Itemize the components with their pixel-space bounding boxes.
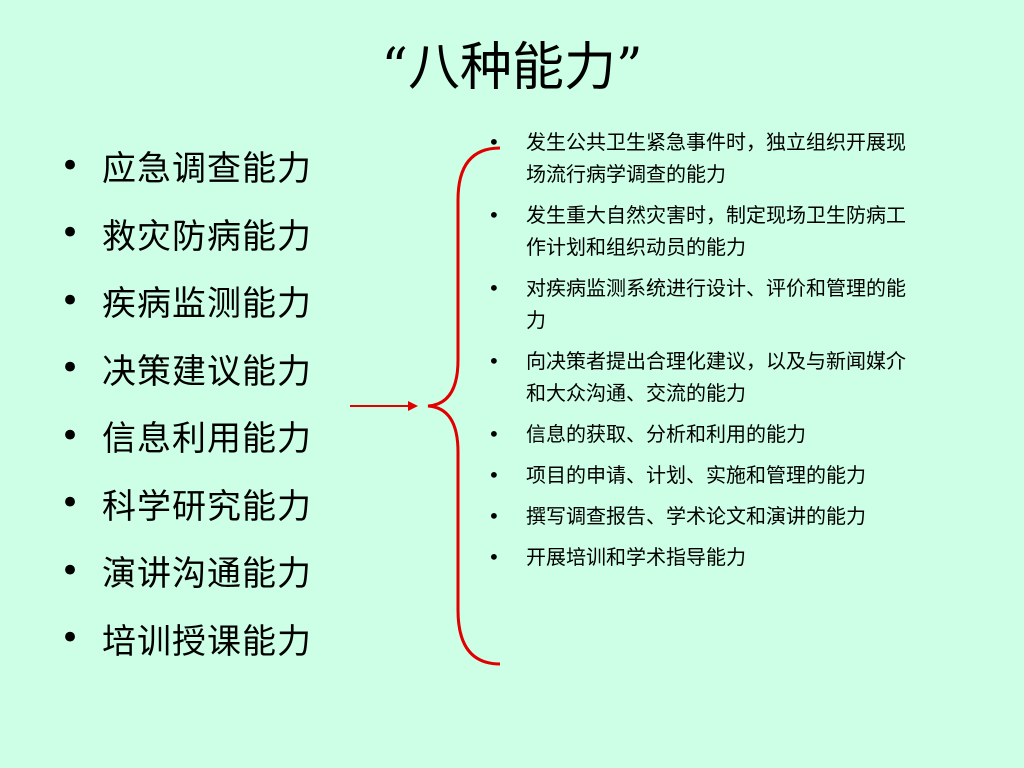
- bullet: •: [60, 483, 82, 524]
- bullet: •: [488, 349, 500, 373]
- ability-label: 演讲沟通能力: [102, 554, 312, 595]
- bullet: •: [60, 280, 82, 321]
- list-item: • 信息的获取、分析和利用的能力: [488, 418, 918, 450]
- list-item: • 演讲沟通能力: [60, 537, 312, 605]
- list-item: • 疾病监测能力: [60, 267, 312, 335]
- arrow-icon: [350, 401, 418, 411]
- bullet: •: [60, 415, 82, 456]
- bullet: •: [60, 550, 82, 591]
- ability-description: 撰写调查报告、学术论文和演讲的能力: [526, 504, 866, 528]
- ability-label: 培训授课能力: [102, 621, 312, 662]
- bullet: •: [60, 618, 82, 659]
- bullet: •: [488, 545, 500, 569]
- list-item: • 项目的申请、计划、实施和管理的能力: [488, 459, 918, 491]
- list-item: • 发生重大自然灾害时，制定现场卫生防病工作计划和组织动员的能力: [488, 199, 918, 263]
- list-item: • 救灾防病能力: [60, 200, 312, 268]
- ability-description: 信息的获取、分析和利用的能力: [526, 422, 806, 446]
- ability-label: 信息利用能力: [102, 419, 312, 460]
- list-item: • 应急调查能力: [60, 132, 312, 200]
- bullet: •: [488, 130, 500, 154]
- bullet: •: [488, 463, 500, 487]
- ability-description: 开展培训和学术指导能力: [526, 545, 746, 569]
- ability-list: •应急调查能力 •救灾防病能力 •疾病监测能力 •决策建议能力 •信息利用能力 …: [60, 132, 312, 672]
- ability-label: 科学研究能力: [102, 486, 312, 527]
- bullet: •: [60, 145, 82, 186]
- ability-label: 救灾防病能力: [102, 216, 312, 257]
- list-item: • 向决策者提出合理化建议，以及与新闻媒介和大众沟通、交流的能力: [488, 345, 918, 409]
- bullet: •: [488, 504, 500, 528]
- bullet: •: [60, 348, 82, 389]
- list-item: • 对疾病监测系统进行设计、评价和管理的能力: [488, 272, 918, 336]
- ability-description: 对疾病监测系统进行设计、评价和管理的能力: [526, 276, 906, 332]
- list-item: • 撰写调查报告、学术论文和演讲的能力: [488, 500, 918, 532]
- list-item: • 信息利用能力: [60, 402, 312, 470]
- ability-label: 决策建议能力: [102, 351, 312, 392]
- ability-description: 项目的申请、计划、实施和管理的能力: [526, 463, 866, 487]
- ability-description: 发生重大自然灾害时，制定现场卫生防病工作计划和组织动员的能力: [526, 203, 906, 259]
- list-item: • 发生公共卫生紧急事件时，独立组织开展现场流行病学调查的能力: [488, 126, 918, 190]
- ability-label: 疾病监测能力: [102, 284, 312, 325]
- bullet: •: [60, 213, 82, 254]
- ability-description: 向决策者提出合理化建议，以及与新闻媒介和大众沟通、交流的能力: [526, 349, 906, 405]
- bullet: •: [488, 276, 500, 300]
- slide-title: “八种能力”: [381, 38, 643, 98]
- list-item: • 科学研究能力: [60, 470, 312, 538]
- bullet: •: [488, 422, 500, 446]
- ability-detail-list: • 发生公共卫生紧急事件时，独立组织开展现场流行病学调查的能力 • 发生重大自然灾害…: [488, 126, 918, 582]
- list-item: • 培训授课能力: [60, 605, 312, 673]
- list-item: • 决策建议能力: [60, 335, 312, 403]
- ability-description: 发生公共卫生紧急事件时，独立组织开展现场流行病学调查的能力: [526, 130, 906, 186]
- list-item: • 开展培训和学术指导能力: [488, 541, 918, 573]
- ability-label: 应急调查能力: [102, 149, 312, 190]
- bullet: •: [488, 203, 500, 227]
